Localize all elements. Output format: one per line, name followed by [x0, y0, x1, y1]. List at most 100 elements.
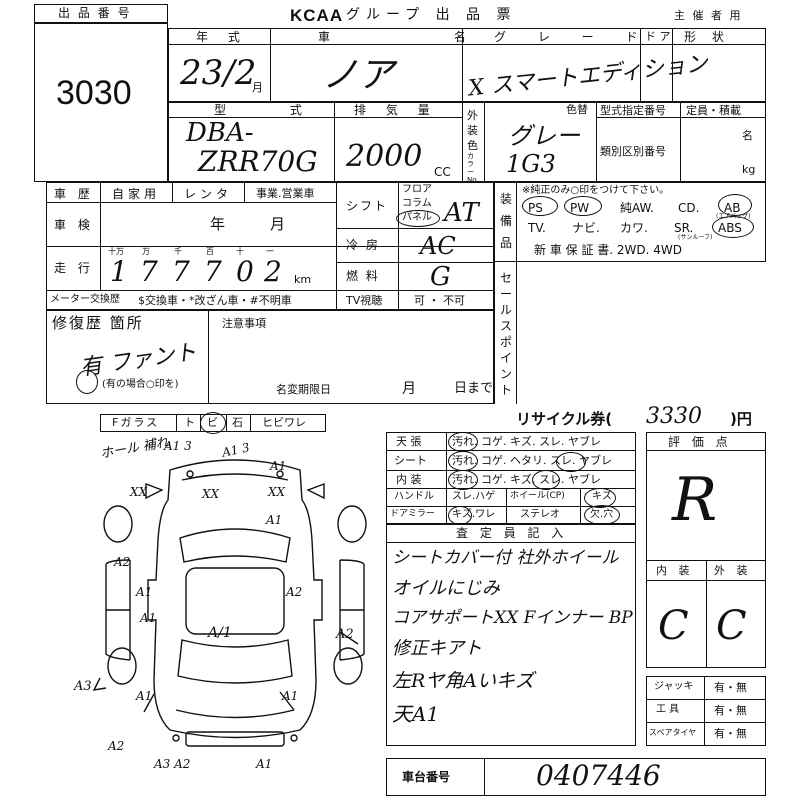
recycle-label: リサイクル券( — [516, 410, 613, 428]
assessor-box — [386, 524, 636, 746]
equip-aw: 純AW. — [620, 201, 654, 215]
assessor-line: オイルにじみ — [392, 578, 500, 599]
deadline-month: 月 — [402, 381, 416, 397]
equip-navi: ナビ. — [572, 221, 600, 235]
pw-circle — [564, 196, 602, 216]
km-unit: km — [294, 273, 312, 286]
damage-mark: A3 — [74, 679, 92, 694]
damage-mark: A3 A2 — [154, 757, 191, 771]
tv-label: TV視聴 — [346, 294, 383, 307]
interior-score-label: 内 装 — [656, 564, 694, 577]
digit-label: 一 — [266, 247, 274, 256]
car-diagram — [92, 459, 367, 747]
interior-circle-1 — [448, 470, 478, 490]
jack-label: ジャッキ — [654, 681, 694, 692]
persons-unit: 名 — [742, 129, 753, 142]
damage-mark: XX — [130, 485, 148, 499]
rental-use: レンタ — [184, 187, 233, 201]
shift-value: AT — [444, 198, 479, 228]
seat-circle-2 — [556, 452, 586, 472]
interior-score: C — [658, 603, 689, 649]
equipment-row-3: 新 車 保 証 書. 2WD. 4WD — [534, 243, 682, 257]
score-value: R — [672, 465, 718, 535]
equipment-note: ※純正のみ○印をつけて下さい。 — [522, 185, 670, 196]
business-use: 事業.営業車 — [256, 187, 315, 200]
ps-circle — [522, 196, 558, 216]
private-use: 自家用 — [112, 187, 161, 201]
organizer-label: 主 催 者 用 — [674, 9, 743, 22]
interior-table — [386, 432, 636, 524]
interior-options: 汚れ. コゲ. キズ. スレ. ヤブレ — [452, 473, 601, 486]
exterior-score-label: 外 装 — [714, 564, 752, 577]
chassis-box — [386, 758, 766, 796]
door-label: ド ア — [645, 30, 671, 43]
tool-options: 有・無 — [714, 704, 747, 717]
inspection-year-unit: 年 — [210, 215, 226, 233]
history-label: 車 歴 — [54, 187, 94, 201]
damage-mark: A2 — [336, 627, 354, 642]
cc-label: CC — [434, 165, 451, 179]
year-value: 23/2 — [180, 53, 257, 93]
mileage-digits: 十万 万 千 百 十 一 1 7 7 7 0 2 — [102, 246, 292, 290]
damage-mark: A2 — [108, 739, 125, 753]
exterior-color-label: 外装色 — [467, 109, 478, 152]
repair-circle — [76, 370, 98, 394]
lot-number-box — [34, 4, 168, 182]
stereo-circle — [584, 505, 620, 525]
top-grid — [168, 28, 766, 182]
lot-number: 3030 — [56, 74, 132, 112]
damage-mark: A1 — [270, 459, 287, 473]
assessor-line: シートカバー付 社外ホイール — [392, 548, 619, 568]
damage-mark: A1 — [256, 757, 273, 771]
seat-label: シート — [394, 454, 427, 467]
stereo-label: ステレオ — [520, 509, 560, 520]
equip-sr: SR. — [674, 221, 694, 235]
mileage-digit: 7 — [172, 255, 190, 288]
seat-circle-1 — [448, 451, 478, 471]
tools-box — [646, 676, 766, 746]
equipment-box — [494, 182, 766, 262]
inspection-label: 車 検 — [54, 218, 94, 232]
equipment-label: 装備品 — [500, 192, 513, 250]
mirror-circle — [448, 506, 472, 525]
recycle-amount: 3330 — [646, 404, 702, 429]
interior-circle-2 — [532, 470, 560, 490]
color-no-label: カラーNo. — [467, 152, 479, 184]
glass-circle — [200, 412, 226, 434]
fuel-label: 燃 料 — [346, 269, 380, 283]
form-title: グループ 出 品 票 — [346, 7, 517, 23]
damage-mark: A2 — [286, 585, 303, 599]
repair-box — [46, 310, 494, 404]
name-label: 車 名 — [318, 30, 526, 44]
handle-options: スレ.ハゲ — [452, 491, 496, 502]
model-value-1: DBA- — [186, 118, 254, 148]
deadline-day: 日まで — [454, 381, 494, 396]
mirror-label: ドアミラー — [390, 509, 435, 519]
type-designation-label: 型式指定番号 — [600, 104, 666, 117]
color-code: 1G3 — [506, 150, 556, 178]
color-value: グレー — [508, 122, 580, 150]
shift-circle — [396, 210, 440, 227]
grade-label: グ レ ー ド — [494, 30, 652, 44]
repair-label: 修復歴 箇所 — [52, 314, 144, 332]
digit-label: 十万 — [108, 247, 124, 256]
wheel-label: ホイール(CP) — [510, 491, 565, 501]
mileage-digit: 0 — [236, 255, 254, 288]
repair-note: (有の場合○印を) — [102, 379, 179, 390]
handle-label: ハンドル — [394, 491, 434, 502]
sale-point-label: セールスポイント — [500, 271, 513, 397]
ab-circle — [718, 194, 752, 216]
shift-option-floor: フロア — [402, 184, 432, 195]
damage-mark: A2 — [114, 555, 131, 569]
mileage-digit: 1 — [110, 255, 128, 288]
front-glass-label: Fガラス — [112, 416, 160, 429]
assessor-line: 修正キアト — [392, 638, 482, 659]
damage-mark: A1 — [282, 689, 299, 703]
lot-label: 出 品 番 号 — [58, 6, 132, 20]
chassis-label: 車台番号 — [402, 770, 451, 784]
meter-exchange-label: メーター交換歴 — [50, 294, 120, 305]
damage-mark: XX — [268, 485, 286, 499]
shift-label: シフト — [346, 199, 389, 213]
year-label: 年 式 — [196, 30, 248, 44]
mileage-label: 走 行 — [54, 261, 94, 275]
